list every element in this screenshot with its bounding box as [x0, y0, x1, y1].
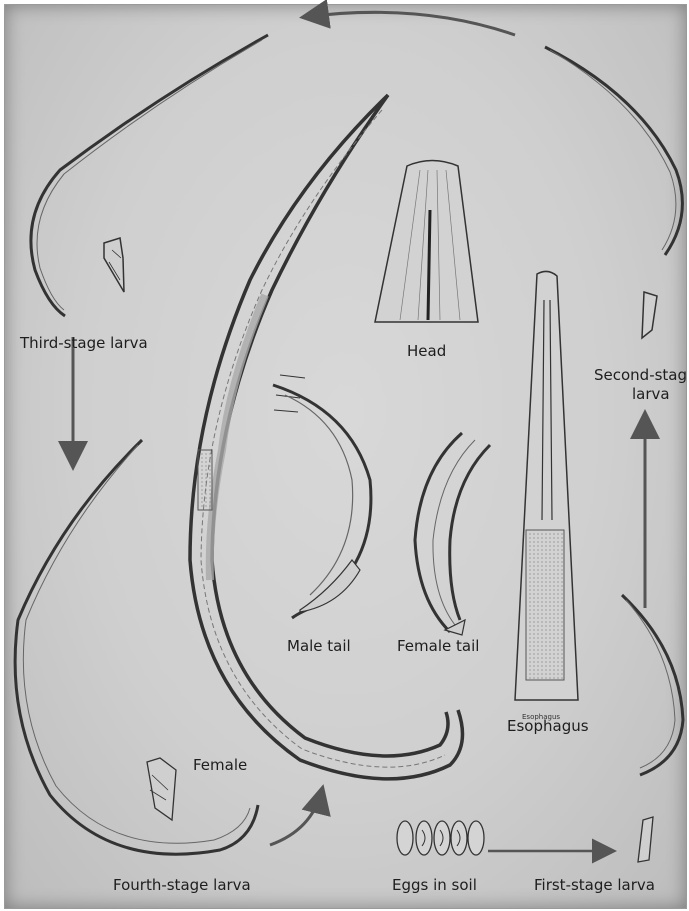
female-tail-drawing	[415, 433, 490, 635]
second-stage-label-line2: larva	[632, 385, 670, 404]
esophagus-label: Esophagus	[507, 717, 589, 736]
fourth-stage-larva-drawing	[15, 440, 258, 854]
arrow-top	[305, 12, 515, 35]
second-stage-label-line1: Second-stag	[594, 366, 687, 385]
fourth-stage-label: Fourth-stage larva	[113, 876, 251, 895]
arrow-fourth-to-adult	[270, 790, 322, 845]
esophagus-drawing	[515, 271, 578, 700]
female-tail-label: Female tail	[397, 637, 479, 656]
third-stage-larva-drawing	[31, 35, 268, 316]
male-tail-label: Male tail	[287, 637, 351, 656]
head-label: Head	[407, 342, 446, 361]
first-stage-label: First-stage larva	[534, 876, 655, 895]
eggs-label: Eggs in soil	[392, 876, 477, 895]
male-tail-drawing	[273, 375, 371, 618]
third-stage-label: Third-stage larva	[20, 334, 148, 353]
first-stage-larva-drawing	[622, 595, 683, 862]
female-label: Female	[193, 756, 247, 775]
eggs-drawing	[397, 821, 484, 855]
second-stage-larva-drawing	[545, 47, 682, 338]
head-drawing	[375, 161, 478, 323]
